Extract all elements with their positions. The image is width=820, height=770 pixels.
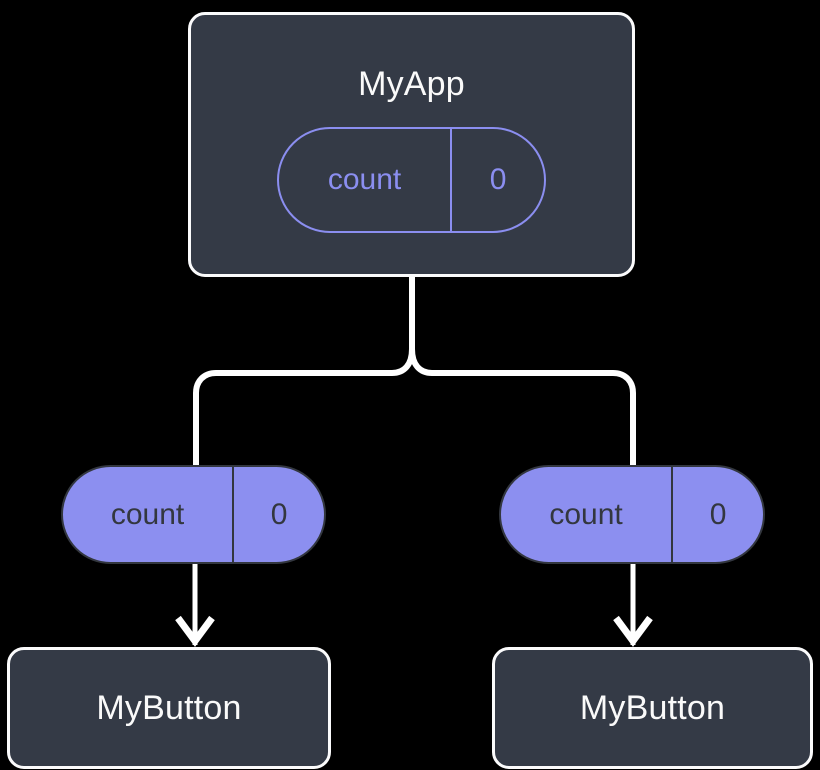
state-pill-key: count bbox=[549, 497, 623, 531]
state-pill-value: 0 bbox=[450, 129, 544, 231]
component-box-mybutton-right[interactable]: MyButton bbox=[492, 647, 813, 769]
arrowhead-right bbox=[613, 615, 653, 647]
state-pill-value: 0 bbox=[671, 467, 763, 562]
component-box-mybutton-left[interactable]: MyButton bbox=[7, 647, 331, 769]
wire-fork-left bbox=[193, 348, 415, 466]
state-pill-child-left[interactable]: count 0 bbox=[61, 465, 326, 564]
component-title-mybutton: MyButton bbox=[96, 689, 242, 727]
wire-fork-right bbox=[409, 348, 636, 466]
arrowhead-left bbox=[175, 615, 215, 647]
component-title-myapp: MyApp bbox=[358, 65, 465, 103]
state-pill-myapp[interactable]: count 0 bbox=[277, 127, 546, 233]
state-pill-child-right[interactable]: count 0 bbox=[499, 465, 765, 564]
component-title-mybutton: MyButton bbox=[579, 689, 726, 727]
state-pill-value: 0 bbox=[232, 467, 324, 562]
state-pill-key: count bbox=[327, 163, 402, 196]
state-pill-key: count bbox=[110, 497, 185, 531]
